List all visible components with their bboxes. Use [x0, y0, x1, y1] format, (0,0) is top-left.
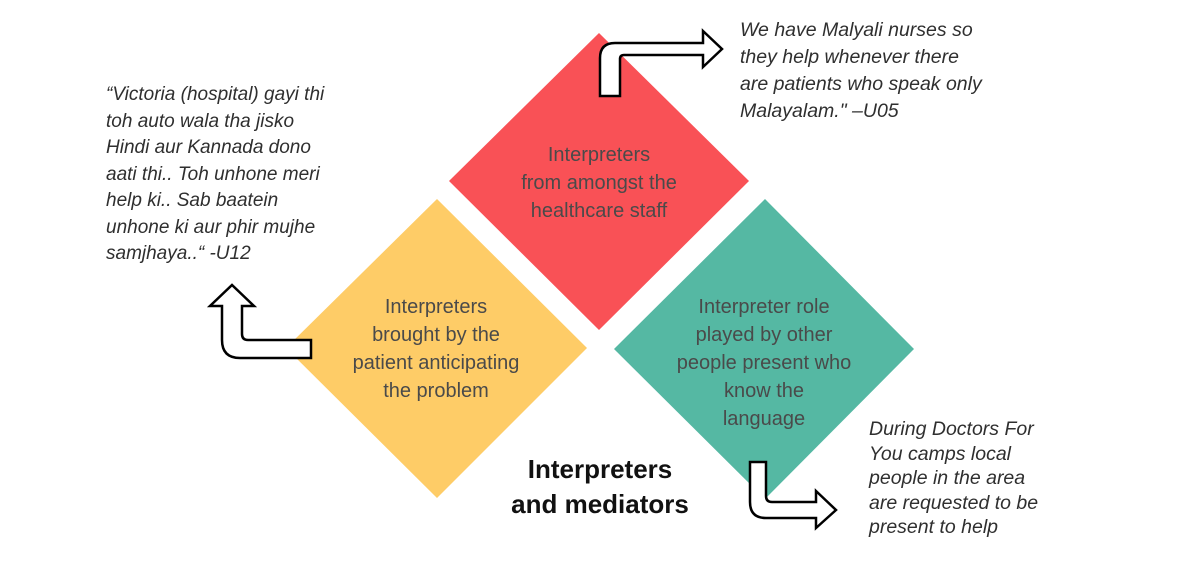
diamond-right-label: Interpreter role played by other people … — [676, 296, 852, 430]
diagram-title: Interpreters and mediators — [511, 454, 689, 519]
diamond-right-other-people — [614, 199, 914, 499]
arrow-bottom-right-icon — [748, 460, 838, 531]
arrow-top-left-icon — [206, 283, 313, 360]
quote-top-left: “Victoria (hospital) gayi thi toh auto w… — [106, 84, 325, 264]
diamond-left-label: Interpreters brought by the patient anti… — [352, 296, 520, 402]
quote-top-right: We have Malyali nurses so they help when… — [740, 19, 982, 122]
diamond-left-patient-brought — [286, 199, 587, 498]
diamond-top-healthcare-staff — [449, 33, 749, 330]
diamond-top-label: Interpreters from amongst the healthcare… — [521, 144, 677, 222]
quote-bottom-right: During Doctors For You camps local peopl… — [869, 418, 1039, 538]
arrow-top-right-icon — [598, 28, 724, 98]
